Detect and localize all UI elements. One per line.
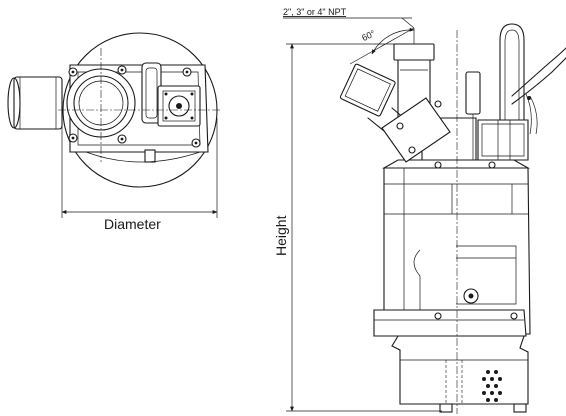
foot <box>439 403 453 413</box>
diameter-label: Diameter <box>104 216 161 232</box>
outlet-size-label: 2", 3" or 4" NPT <box>283 7 347 17</box>
angle-label: 60° <box>360 28 377 43</box>
angle-arc <box>371 27 415 55</box>
strainer-base <box>391 335 529 405</box>
cable-housing <box>477 119 529 161</box>
strainer-holes <box>482 370 502 402</box>
float-switch <box>465 71 481 160</box>
drain-plug <box>144 149 156 163</box>
terminal-box <box>157 85 201 127</box>
angled-discharge <box>339 63 396 117</box>
foot <box>513 403 527 413</box>
height-dimension: Height <box>273 43 442 412</box>
height-label: Height <box>273 215 289 256</box>
flange-bolts <box>68 65 201 148</box>
outlet-size-callout: 2", 3" or 4" NPT <box>283 7 415 29</box>
cable-loop <box>499 23 525 121</box>
side-view <box>339 23 566 414</box>
power-cable <box>511 47 566 135</box>
diameter-dimension: Diameter <box>61 210 218 232</box>
inspection-plug <box>463 288 479 304</box>
outlet-stub <box>7 76 63 130</box>
top-view <box>7 32 222 218</box>
elbow-flange <box>381 97 451 163</box>
lower-collar <box>373 309 527 337</box>
